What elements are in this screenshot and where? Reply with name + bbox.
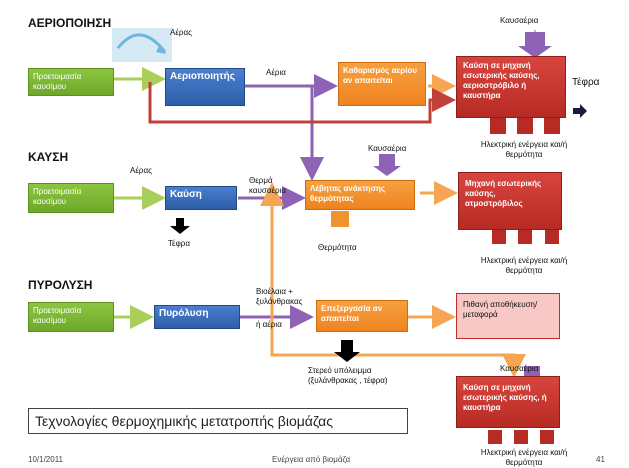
section-title-pyrolysis: ΠΥΡΟΛΥΣΗ xyxy=(28,278,93,292)
gasification-gases-label: Αέρια xyxy=(266,68,286,77)
combustion-prep-box: Προετοιμασία καυσίμου xyxy=(28,183,114,213)
pyrolysis-engine-box: Καύση σε μηχανή εσωτερικής καύσης, ή καυ… xyxy=(456,376,560,428)
hot-gases-label: Θερμά καυσαέρια xyxy=(249,176,286,195)
section-title-combustion: ΚΑΥΣΗ xyxy=(28,150,69,164)
pyrolysis-processing-box: Επεξεργασία αν απαιτείται xyxy=(316,300,408,332)
solid-residue-label: Στερεό υπόλειμμα (ξυλάνθρακας , τέφρα) xyxy=(308,366,388,385)
heat-recovery-boiler-box: Λέβητας ανάκτησης θερμότητας xyxy=(305,180,415,210)
gasification-output-label: Ηλεκτρική ενέργεια και/ή θερμότητα xyxy=(480,140,568,159)
ash-arrow-gasification xyxy=(573,104,587,118)
heat-output-block xyxy=(331,211,349,227)
section-title-gasification: ΑΕΡΙΟΠΟΙΗΣΗ xyxy=(28,16,112,30)
footer-page-number: 41 xyxy=(596,455,605,464)
pyrolysis-prep-box: Προετοιμασία καυσίμου xyxy=(28,302,114,332)
gas-cleaning-box: Καθαρισμός αερίου αν απαιτείται xyxy=(338,62,426,106)
combustion-box: Καύση xyxy=(165,186,237,210)
heat-label: Θερμότητα xyxy=(318,243,357,252)
solid-residue-arrow xyxy=(334,340,360,362)
gasification-air-label: Αέρας xyxy=(170,28,192,37)
output-arrows xyxy=(488,118,560,444)
pyrolysis-output-label: Ηλεκτρική ενέργεια και/ή θερμότητα xyxy=(480,448,568,467)
decorative-swirl-icon xyxy=(112,28,172,62)
gasification-prep-box: Προετοιμασία καυσίμου xyxy=(28,68,114,96)
arrow-gasification-bypass xyxy=(148,82,456,124)
pyrolysis-flue-label: Καυσαέρια xyxy=(500,364,539,373)
combustion-air-label: Αέρας xyxy=(130,166,152,175)
footer-title: Ενέργεια από βιομάζα xyxy=(272,455,351,464)
gasification-ash-label: Τέφρα xyxy=(572,77,600,88)
combustion-engine-box: Μηχανή εσωτερικής καύσης, ατμοστρόβιλος xyxy=(458,172,562,230)
gasifier-box: Αεριοποιητής xyxy=(165,68,245,106)
ash-arrow-combustion xyxy=(170,218,190,234)
combustion-output-label: Ηλεκτρική ενέργεια και/ή θερμότητα xyxy=(480,256,568,275)
storage-transport-box: Πιθανή αποθήκευση/ μεταφορά xyxy=(456,293,560,339)
combustion-flue-label: Καυσαέρια xyxy=(368,144,407,153)
diagram-caption: Τεχνολογίες θερμοχημικής μετατροπής βιομ… xyxy=(28,408,408,434)
footer-date: 10/1/2011 xyxy=(28,455,63,464)
gasification-engine-box: Καύση σε μηχανή εσωτερικής καύσης, αεριο… xyxy=(456,56,566,118)
combustion-ash-label: Τέφρα xyxy=(168,239,190,248)
bio-oils-charcoal-label: Βιοέλαια + ξυλάνθρακας xyxy=(256,287,303,306)
or-gases-label: ή αέρια xyxy=(256,320,282,329)
gasification-flue-label: Καυσαέρια xyxy=(500,16,539,25)
pyrolysis-box: Πυρόλυση xyxy=(154,305,240,329)
flue-gas-arrows xyxy=(373,32,552,376)
